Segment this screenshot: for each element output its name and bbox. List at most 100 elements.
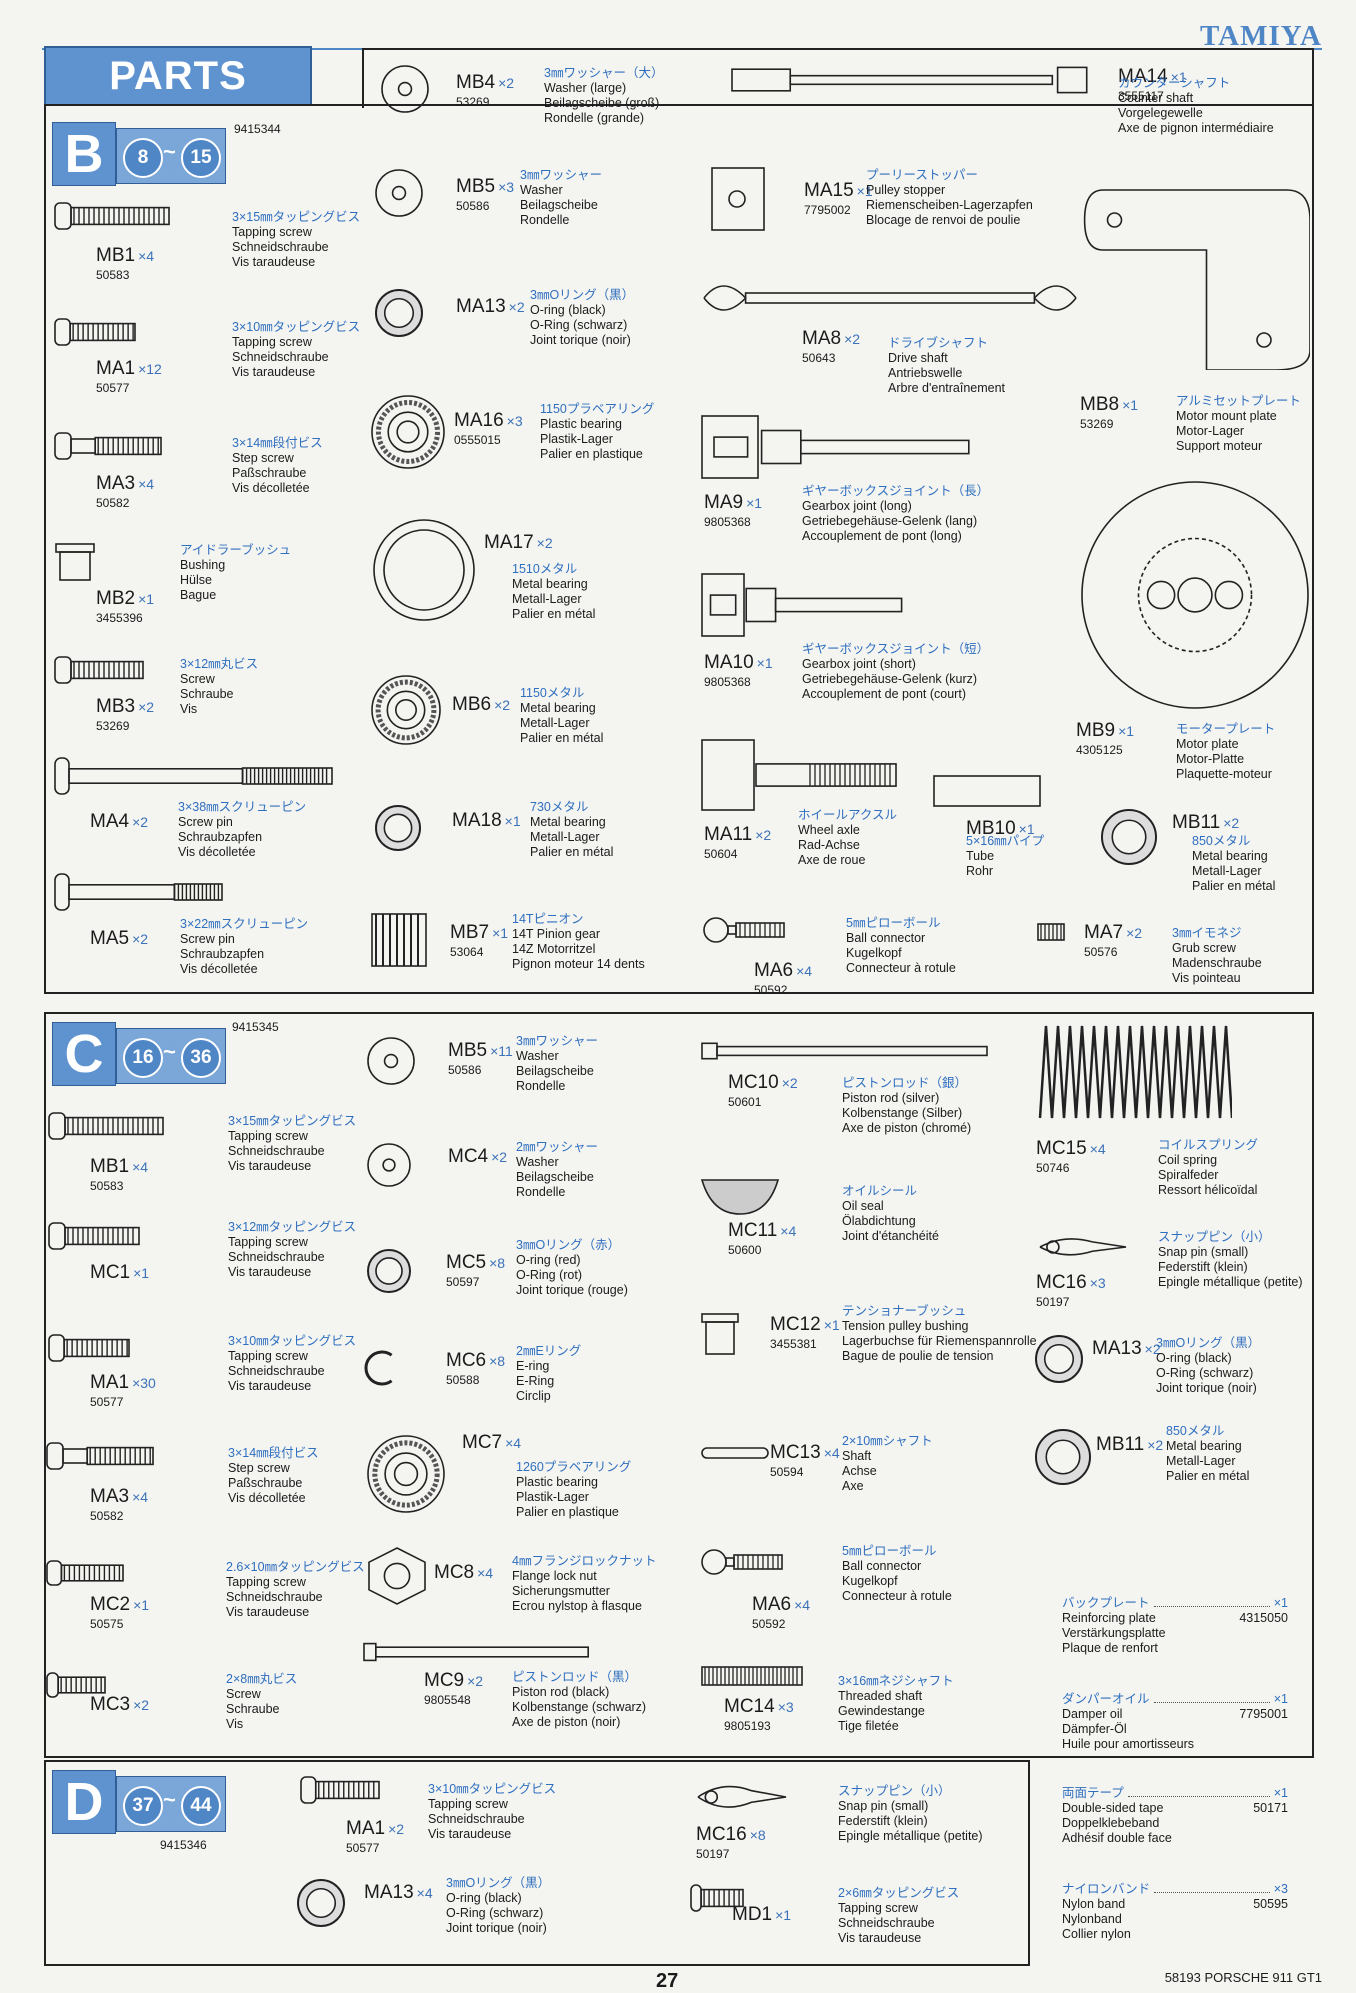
screw-icon: [48, 1112, 166, 1145]
part-name: MB11×2: [1172, 812, 1239, 834]
desc-fr: Accouplement de pont (court): [802, 687, 966, 701]
desc-en: Motor plate: [1176, 737, 1239, 751]
part-quantity: ×1: [856, 183, 873, 199]
part-code: MB11: [1096, 1434, 1145, 1455]
part-name: MA3×4: [96, 473, 154, 495]
part-name: MA10×1: [704, 652, 773, 674]
part-code: MB3: [96, 696, 136, 717]
step-to: 36: [181, 1038, 221, 1078]
part-code: MB7: [450, 922, 490, 943]
part-quantity: ×2: [467, 1673, 484, 1689]
desc-jp: 3㎜イモネジ: [1172, 926, 1242, 940]
desc-jp: 3×14㎜段付ビス: [232, 436, 323, 450]
part-description: ピストンロッド（黒）Piston rod (black)Kolbenstange…: [512, 1670, 646, 1730]
part-name: MA15×1: [804, 180, 873, 202]
desc-fr: Palier en métal: [1166, 1469, 1250, 1483]
part-description: 3㎜Oリング（赤）O-ring (red)O-Ring (rot)Joint t…: [516, 1238, 628, 1298]
desc-fr: Ressort hélicoïdal: [1158, 1183, 1258, 1197]
accessory-number: 50595: [1253, 1897, 1288, 1911]
part-code: MC5: [446, 1252, 487, 1273]
part-quantity: ×2: [1147, 1437, 1164, 1453]
desc-en: Grub screw: [1172, 941, 1236, 955]
part-code: MC3: [90, 1694, 131, 1715]
part-name: MB5×3: [456, 176, 514, 198]
desc-fr: Support moteur: [1176, 439, 1263, 453]
accessory-jp: バックプレート: [1062, 1596, 1150, 1610]
desc-fr: Rondelle: [520, 213, 570, 227]
desc-jp: アルミセットプレート: [1176, 394, 1301, 408]
desc-en: E-ring: [516, 1359, 550, 1373]
part-quantity: ×4: [780, 1223, 797, 1239]
desc-fr: Axe de pignon intermédiaire: [1118, 121, 1274, 135]
desc-fr: Axe de piston (noir): [512, 1715, 621, 1729]
accessory-fr: Plaque de renfort: [1062, 1641, 1158, 1655]
desc-fr: Rondelle (grande): [544, 111, 645, 125]
page-number: 27: [656, 1970, 679, 1992]
part-code: MC15: [1036, 1138, 1087, 1159]
desc-fr: Vis taraudeuse: [232, 365, 316, 379]
part-quantity: ×3: [506, 413, 523, 429]
desc-de: Metall-Lager: [1192, 864, 1262, 878]
part-code: MC9: [424, 1670, 465, 1691]
desc-de: Rohr: [966, 864, 994, 878]
part-number: 3455381: [770, 1337, 817, 1351]
part-description: ギヤーボックスジョイント（長）Gearbox joint (long)Getri…: [802, 484, 989, 544]
part-code: MB1: [90, 1156, 130, 1177]
joint-icon: [700, 572, 910, 643]
pinshaft-icon: [700, 1446, 770, 1465]
desc-en: Washer (large): [544, 81, 627, 95]
desc-fr: Vis taraudeuse: [232, 255, 316, 269]
desc-de: Vorgelegewelle: [1118, 106, 1203, 120]
desc-fr: Vis: [180, 702, 198, 716]
part-quantity: ×30: [132, 1375, 156, 1391]
accessory-en: Double-sided tape: [1062, 1801, 1164, 1815]
oring-icon: [374, 288, 424, 343]
desc-fr: Joint d'étanchéité: [842, 1229, 939, 1243]
part-number: 9805548: [424, 1693, 471, 1707]
part-code: MB8: [1080, 394, 1120, 415]
part-code: MC16: [1036, 1272, 1087, 1293]
ring-icon: [372, 518, 476, 627]
part-code: MA17: [484, 532, 534, 553]
part-code: MC8: [434, 1562, 475, 1583]
desc-fr: Connecteur à rotule: [846, 961, 956, 975]
stepscrew-icon: [46, 1442, 156, 1475]
part-label: MA18×1: [452, 810, 521, 833]
desc-jp: 3×14㎜段付ビス: [228, 1446, 319, 1460]
desc-de: Paßschraube: [232, 466, 307, 480]
desc-de: Schneidschraube: [838, 1916, 935, 1930]
accessory-en: Reinforcing plate: [1062, 1611, 1156, 1625]
desc-fr: Axe de roue: [798, 853, 866, 867]
part-code: MC2: [90, 1594, 131, 1615]
part-quantity: ×1: [1018, 821, 1035, 837]
part-quantity: ×2: [536, 535, 553, 551]
desc-de: Schneidschraube: [228, 1144, 325, 1158]
part-name: MC11×4: [728, 1220, 796, 1242]
desc-jp: 3㎜ワッシャー（大）: [544, 66, 664, 80]
desc-en: 14T Pinion gear: [512, 927, 601, 941]
accessory-fr: Collier nylon: [1062, 1927, 1131, 1941]
part-label: MA4×2: [90, 811, 148, 834]
part-quantity: ×2: [388, 1821, 405, 1837]
desc-en: O-ring (black): [446, 1891, 522, 1905]
desc-en: Metal bearing: [1192, 849, 1268, 863]
bearing-icon: [370, 394, 446, 475]
desc-en: Step screw: [232, 451, 294, 465]
